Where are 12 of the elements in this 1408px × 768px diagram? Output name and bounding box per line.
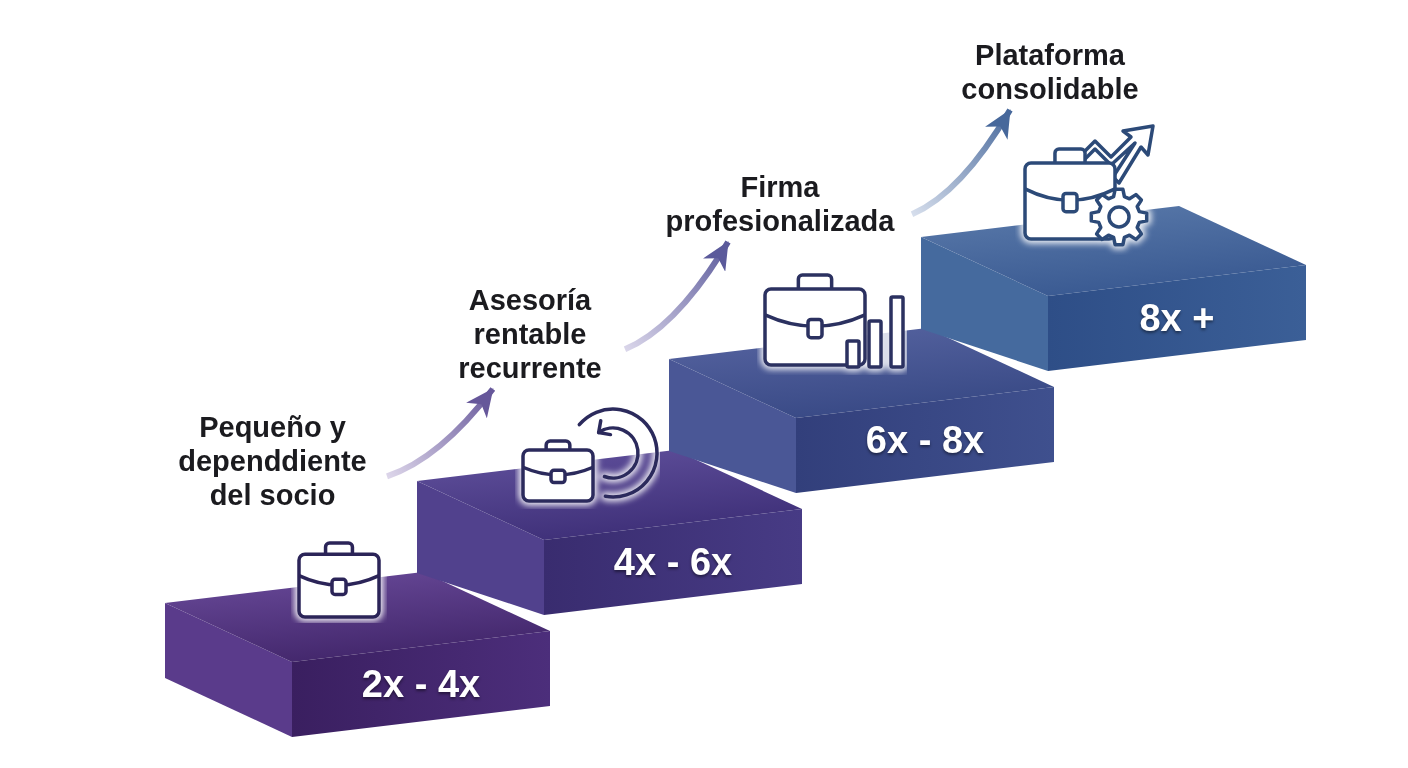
- arrow: [910, 108, 1013, 217]
- stage-heading: Plataforma consolidable: [950, 38, 1150, 106]
- arrow: [385, 387, 496, 480]
- stair-step: [921, 206, 1306, 371]
- range-text: 8x +: [1139, 297, 1215, 339]
- range-text: 6x - 8x: [865, 419, 985, 461]
- stage-heading: Pequeño y dependdiente del socio: [160, 410, 385, 512]
- arrow: [623, 240, 731, 352]
- range-text: 2x - 4x: [361, 663, 481, 705]
- stage-heading: Firma profesionalizada: [650, 170, 910, 238]
- stage-heading: Asesoría rentable recurrente: [437, 283, 623, 385]
- range-text: 4x - 6x: [613, 541, 733, 583]
